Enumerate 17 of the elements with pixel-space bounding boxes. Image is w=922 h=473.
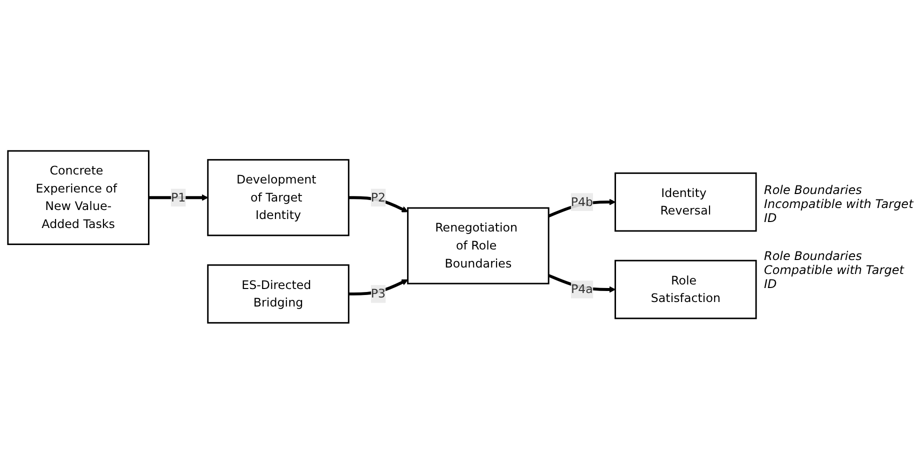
arrow xyxy=(148,194,208,200)
edge-label: P2 xyxy=(370,190,386,204)
node-box: Identity Reversal xyxy=(614,172,757,232)
edge-note: Role Boundaries Incompatible with Target ID xyxy=(764,182,914,224)
edge-label: P3 xyxy=(370,286,386,300)
edge-label: P1 xyxy=(170,190,186,204)
arrow xyxy=(348,278,408,296)
node-box: Renegotiation of Role Boundaries xyxy=(407,206,550,284)
node-box: Development of Target Identity xyxy=(207,158,350,236)
node-box: ES-Directed Bridging xyxy=(207,264,350,324)
node-box: Role Satisfaction xyxy=(614,259,757,319)
arrow xyxy=(348,196,408,212)
edge-note: Role Boundaries Compatible with Target ID xyxy=(764,248,906,290)
edge-label: P4b xyxy=(570,194,594,208)
arrow xyxy=(548,198,616,218)
edge-label: P4a xyxy=(570,282,593,296)
node-box: Concrete Experience of New Value-Added Tasks xyxy=(7,150,150,245)
